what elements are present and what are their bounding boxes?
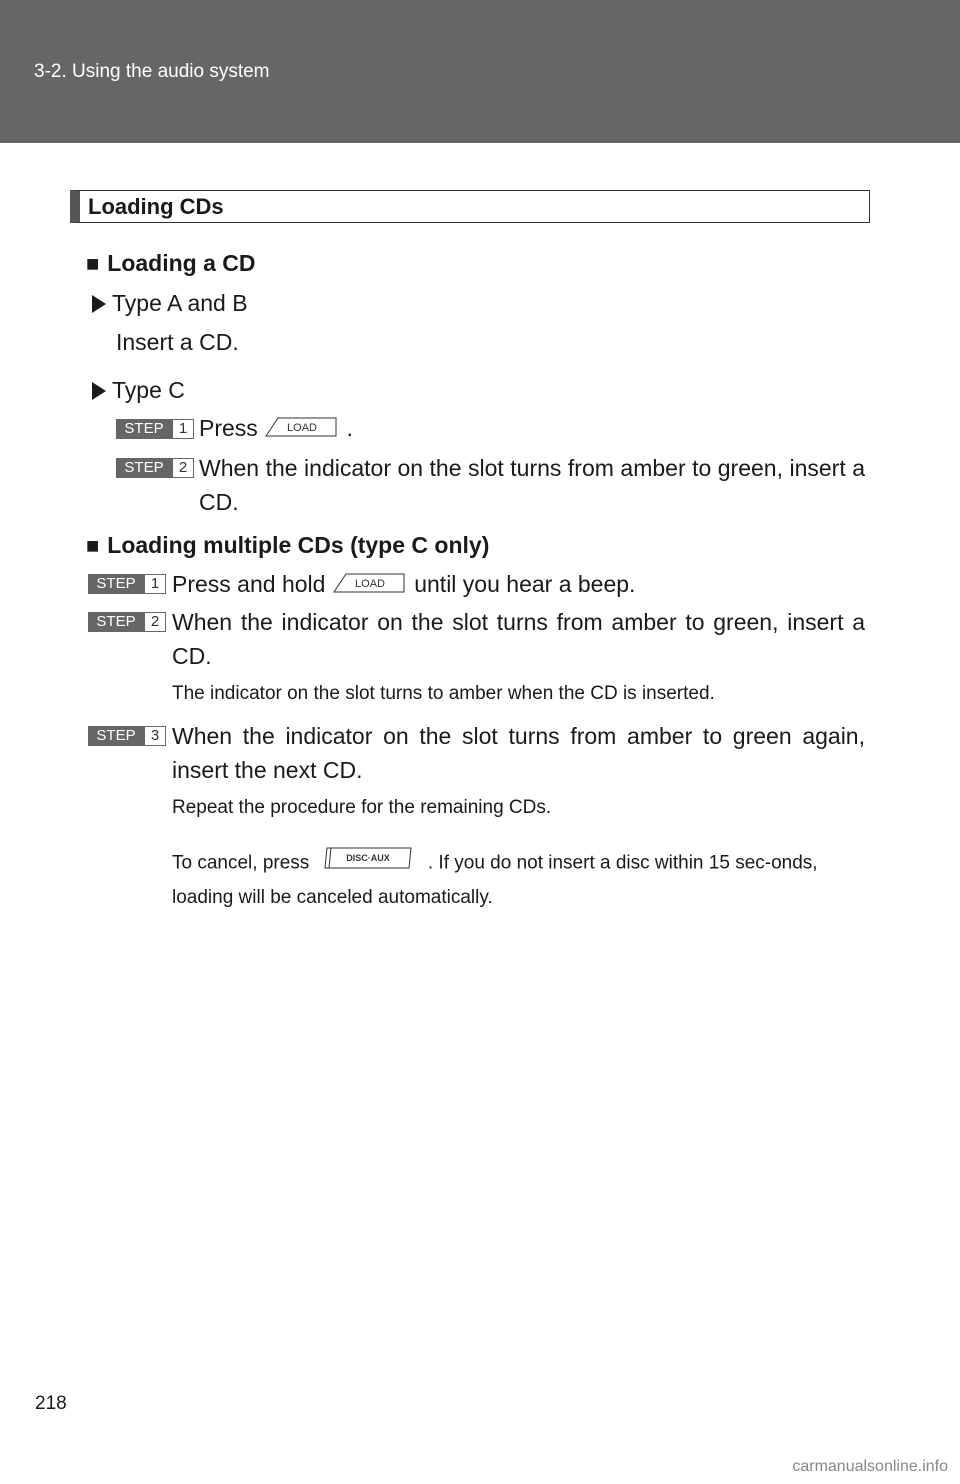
svg-text:DISC·AUX: DISC·AUX (346, 853, 390, 863)
subheading-loading-a-cd: ■ Loading a CD (86, 250, 256, 277)
step-note: To cancel, press DISC·AUX . If you do no… (172, 846, 862, 914)
step-text: Press and hold LOAD until you hear a bee… (172, 567, 867, 603)
step-badge: STEP 3 (88, 726, 166, 746)
square-bullet-icon: ■ (86, 250, 100, 276)
step-badge: STEP 1 (116, 419, 194, 439)
type-c-line: Type C (92, 377, 185, 404)
step-text: When the indicator on the slot turns fro… (172, 723, 865, 783)
step-badge: STEP 2 (88, 612, 166, 632)
subheading-text: Loading a CD (107, 250, 256, 276)
step-text: When the indicator on the slot turns fro… (172, 609, 865, 669)
square-bullet-icon: ■ (86, 532, 100, 558)
load-button-icon: LOAD (264, 413, 340, 447)
watermark: carmanualsonline.info (792, 1458, 948, 1475)
step-text: Press LOAD . (199, 411, 869, 447)
step-note: Repeat the procedure for the remaining C… (172, 797, 552, 818)
svg-text:LOAD: LOAD (287, 422, 317, 434)
section-title: Loading CDs (70, 190, 870, 223)
svg-text:LOAD: LOAD (355, 578, 385, 590)
step-badge: STEP 2 (116, 458, 194, 478)
step-badge: STEP 1 (88, 574, 166, 594)
page-number: 218 (35, 1393, 67, 1414)
page-header: 3-2. Using the audio system (0, 0, 960, 143)
type-ab-line: Type A and B (92, 290, 248, 317)
step-text: When the indicator on the slot turns fro… (199, 455, 865, 515)
triangle-right-icon (92, 294, 106, 313)
type-ab-instruction: Insert a CD. (116, 329, 239, 355)
triangle-right-icon (92, 381, 106, 400)
subheading-loading-multiple: ■ Loading multiple CDs (type C only) (86, 532, 489, 559)
type-c-label: Type C (112, 377, 185, 403)
breadcrumb: 3-2. Using the audio system (34, 61, 270, 82)
step-note: The indicator on the slot turns to amber… (172, 683, 715, 704)
type-ab-label: Type A and B (112, 290, 248, 316)
disc-aux-button-icon: DISC·AUX (323, 846, 415, 881)
load-button-icon: LOAD (332, 569, 408, 603)
subheading-text: Loading multiple CDs (type C only) (107, 532, 490, 558)
